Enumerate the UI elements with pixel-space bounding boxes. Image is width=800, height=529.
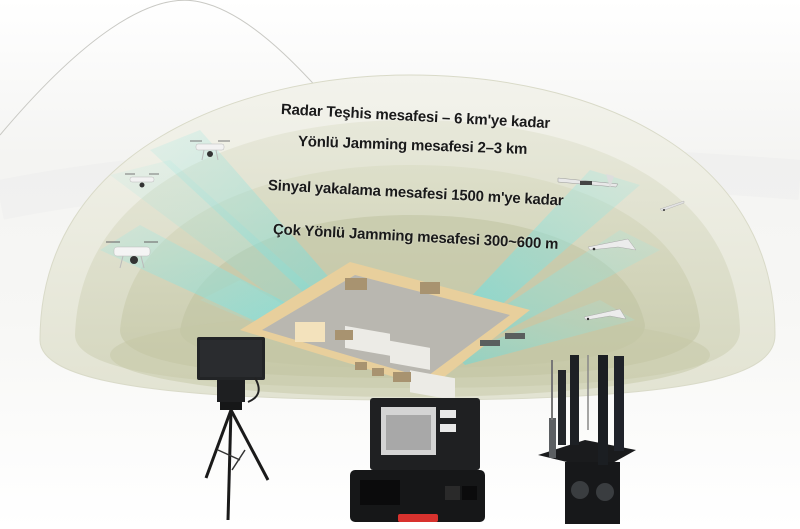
multi-antenna-jammer: [538, 355, 636, 524]
military-base: [240, 262, 530, 401]
quadcopter-drone-3: [106, 241, 158, 269]
fixed-wing-drone-2: [659, 200, 685, 212]
fixed-wing-drone-4: [583, 308, 627, 321]
case-handle-red: [398, 514, 438, 522]
quadcopter-drone-2: [125, 173, 159, 188]
fixed-wing-drone-3: [587, 238, 637, 251]
control-case-laptop: [350, 398, 485, 522]
quadcopter-drone-1: [190, 140, 230, 161]
radar-on-tripod: [197, 337, 270, 521]
fixed-wing-drone-1: [557, 174, 619, 188]
